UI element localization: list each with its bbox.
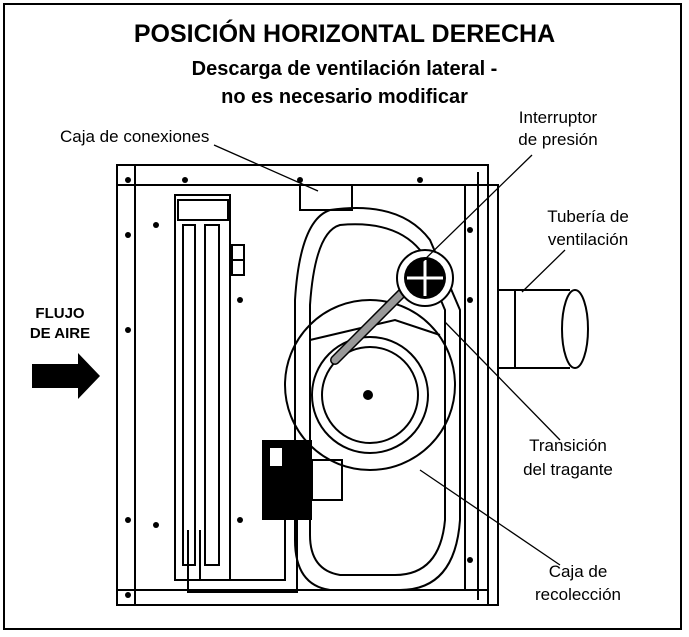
diagram-title: POSICIÓN HORIZONTAL DERECHA	[133, 20, 556, 48]
pressure-switch-label-line1: Interruptor	[518, 108, 598, 127]
leader-lines	[213, 144, 566, 566]
airflow-label-line1: FLUJO	[35, 305, 85, 322]
pressure-switch	[396, 249, 454, 307]
heat-exchanger	[294, 207, 461, 591]
collector-box-label-line1: Caja de	[548, 562, 608, 581]
diagram-frame	[3, 3, 682, 630]
coil-panel	[174, 194, 245, 581]
gas-valve	[262, 440, 343, 520]
vent-pipe-label-line1: Tubería de	[547, 207, 629, 226]
airflow-label-line2: DE AIRE	[29, 325, 91, 342]
airflow-arrow	[32, 353, 100, 399]
pressure-switch-label-line2: de presión	[518, 130, 598, 149]
screws	[125, 177, 473, 598]
inducer-blower	[284, 299, 456, 471]
flue-transition-label-line1: Transición	[529, 436, 607, 455]
diagram-subtitle-line1: Descarga de ventilación lateral -	[191, 58, 498, 80]
vent-pipe	[498, 289, 589, 369]
pressure-tube	[330, 285, 410, 365]
cabinet-outline	[116, 164, 489, 606]
flue-transition-label-line2: del tragante	[523, 460, 613, 479]
collector-box-label-line2: recolección	[535, 585, 621, 604]
gas-pipe	[187, 520, 298, 593]
junction-box	[299, 184, 353, 211]
vent-pipe-label-line2: ventilación	[547, 230, 629, 249]
diagram-subtitle-line2: no es necesario modificar	[221, 86, 468, 108]
junction-box-label: Caja de conexiones	[60, 127, 210, 146]
